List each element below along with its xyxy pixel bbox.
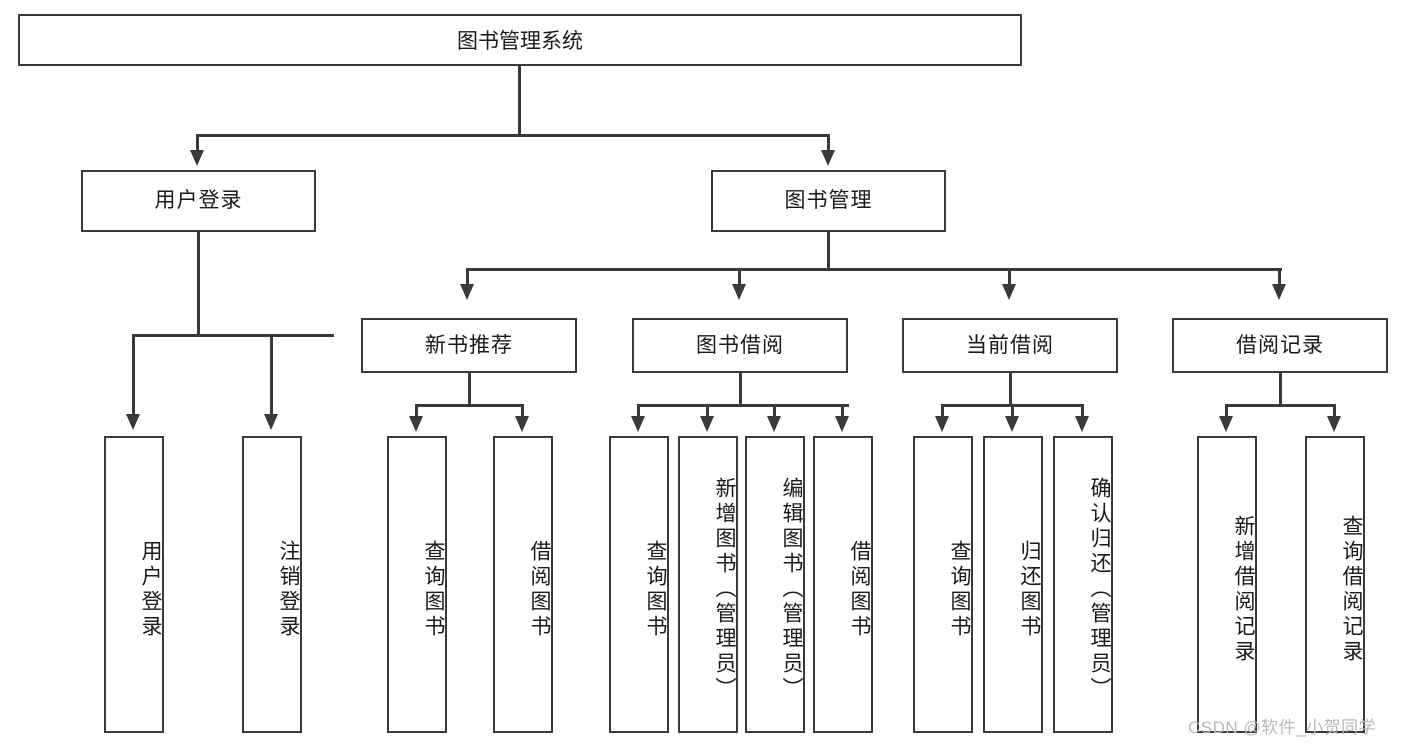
- connector-book-borrow-leaf2: [706, 404, 709, 418]
- leaf-borrow-book-new[interactable]: 借阅图书: [493, 436, 553, 733]
- node-label: 查询图书: [644, 539, 667, 640]
- connector-new-book-stem: [468, 373, 471, 407]
- connector-to-new-book: [466, 268, 469, 286]
- leaf-user-login[interactable]: 用户登录: [104, 436, 164, 733]
- connector-borrow-record-leaf2: [1333, 404, 1336, 418]
- leaf-return-book[interactable]: 归还图书: [983, 436, 1043, 733]
- node-label: 当前借阅: [966, 333, 1054, 357]
- node-label: 图书管理系统: [457, 30, 583, 53]
- connector-user-login-leaf2: [270, 334, 273, 416]
- connector-borrow-record-leaf1: [1225, 404, 1228, 418]
- arrowhead-book-borrow: [732, 284, 746, 300]
- connector-current-borrow-stem: [1009, 373, 1012, 407]
- leaf-borrow-book[interactable]: 借阅图书: [813, 436, 873, 733]
- arrowhead-query-book-cb: [935, 416, 949, 432]
- node-label: 查询图书: [422, 539, 445, 640]
- node-label: 图书管理: [784, 189, 873, 213]
- node-user-login[interactable]: 用户登录: [81, 170, 316, 232]
- connector-current-borrow-leaf1: [941, 404, 944, 418]
- node-book-borrow[interactable]: 图书借阅: [632, 318, 848, 373]
- connector-root-bus: [196, 134, 830, 137]
- leaf-confirm-return-admin[interactable]: 确认归还（管理员）: [1053, 436, 1113, 733]
- arrowhead-borrow-record: [1272, 284, 1286, 300]
- arrowhead-leaf-user-login: [126, 414, 140, 430]
- arrowhead-borrow-book-bb: [835, 416, 849, 432]
- connector-book-borrow-leaf4: [841, 404, 844, 418]
- connector-root-stem: [518, 66, 521, 136]
- arrowhead-add-record: [1219, 416, 1233, 432]
- leaf-add-borrow-record[interactable]: 新增借阅记录: [1197, 436, 1257, 733]
- arrowhead-query-book-nb: [409, 416, 423, 432]
- arrowhead-return-book: [1005, 416, 1019, 432]
- connector-to-borrow-record: [1278, 268, 1281, 286]
- leaf-query-borrow-record[interactable]: 查询借阅记录: [1305, 436, 1365, 733]
- node-label: 用户登录: [154, 189, 243, 213]
- arrowhead-book-manage: [821, 150, 835, 166]
- leaf-logout[interactable]: 注销登录: [242, 436, 302, 733]
- connector-user-login-leaf1: [132, 334, 135, 416]
- arrowhead-user-login: [190, 150, 204, 166]
- arrowhead-current-borrow: [1002, 284, 1016, 300]
- leaf-query-book-new[interactable]: 查询图书: [387, 436, 447, 733]
- arrowhead-new-book: [460, 284, 474, 300]
- node-label: 查询借阅记录: [1340, 514, 1363, 665]
- node-label: 借阅图书: [848, 539, 871, 640]
- csdn-watermark: CSDN @软件_小贺同学: [1188, 718, 1377, 737]
- node-label: 归还图书: [1018, 539, 1041, 640]
- node-new-book-recommend[interactable]: 新书推荐: [361, 318, 577, 373]
- node-label: 确认归还（管理员）: [1088, 477, 1111, 702]
- leaf-query-book-borrow[interactable]: 查询图书: [609, 436, 669, 733]
- connector-user-login-stem: [197, 232, 200, 336]
- connector-new-book-leaf2: [521, 404, 524, 418]
- node-label: 借阅图书: [528, 539, 551, 640]
- connector-borrow-record-bus: [1225, 404, 1335, 407]
- arrowhead-query-book-bb: [631, 416, 645, 432]
- leaf-edit-book-admin[interactable]: 编辑图书（管理员）: [745, 436, 805, 733]
- connector-to-current-borrow: [1008, 268, 1011, 286]
- connector-book-manage-stem: [827, 232, 830, 270]
- node-borrow-record[interactable]: 借阅记录: [1172, 318, 1388, 373]
- connector-book-borrow-leaf1: [637, 404, 640, 418]
- node-label: 图书借阅: [696, 333, 784, 357]
- arrowhead-edit-book: [767, 416, 781, 432]
- node-label: 查询图书: [948, 539, 971, 640]
- connector-to-book-borrow: [738, 268, 741, 286]
- connector-level3-bus: [466, 268, 1282, 271]
- arrowhead-add-book: [700, 416, 714, 432]
- connector-root-to-user-login: [196, 134, 199, 152]
- connector-current-borrow-leaf2: [1011, 404, 1014, 418]
- connector-book-borrow-leaf3: [773, 404, 776, 418]
- arrowhead-query-record: [1327, 416, 1341, 432]
- connector-borrow-record-stem: [1279, 373, 1282, 407]
- node-label: 借阅记录: [1236, 333, 1324, 357]
- connector-book-borrow-stem: [739, 373, 742, 407]
- node-label: 注销登录: [277, 539, 300, 640]
- node-label: 新书推荐: [425, 333, 513, 357]
- connector-user-login-bus: [132, 334, 334, 337]
- arrowhead-confirm-return: [1075, 416, 1089, 432]
- node-label: 新增借阅记录: [1232, 514, 1255, 665]
- node-book-management[interactable]: 图书管理: [711, 170, 946, 232]
- node-current-borrow[interactable]: 当前借阅: [902, 318, 1118, 373]
- arrowhead-borrow-book-nb: [515, 416, 529, 432]
- connector-new-book-leaf1: [415, 404, 418, 418]
- leaf-add-book-admin[interactable]: 新增图书（管理员）: [678, 436, 738, 733]
- node-label: 编辑图书（管理员）: [780, 477, 803, 702]
- connector-current-borrow-leaf3: [1081, 404, 1084, 418]
- leaf-query-book-current[interactable]: 查询图书: [913, 436, 973, 733]
- node-root-system[interactable]: 图书管理系统: [18, 14, 1022, 66]
- node-label: 用户登录: [139, 539, 162, 640]
- node-label: 新增图书（管理员）: [713, 477, 736, 702]
- arrowhead-leaf-logout: [264, 414, 278, 430]
- connector-root-to-book-manage: [827, 134, 830, 152]
- connector-book-borrow-bus: [637, 404, 849, 407]
- connector-new-book-bus: [415, 404, 523, 407]
